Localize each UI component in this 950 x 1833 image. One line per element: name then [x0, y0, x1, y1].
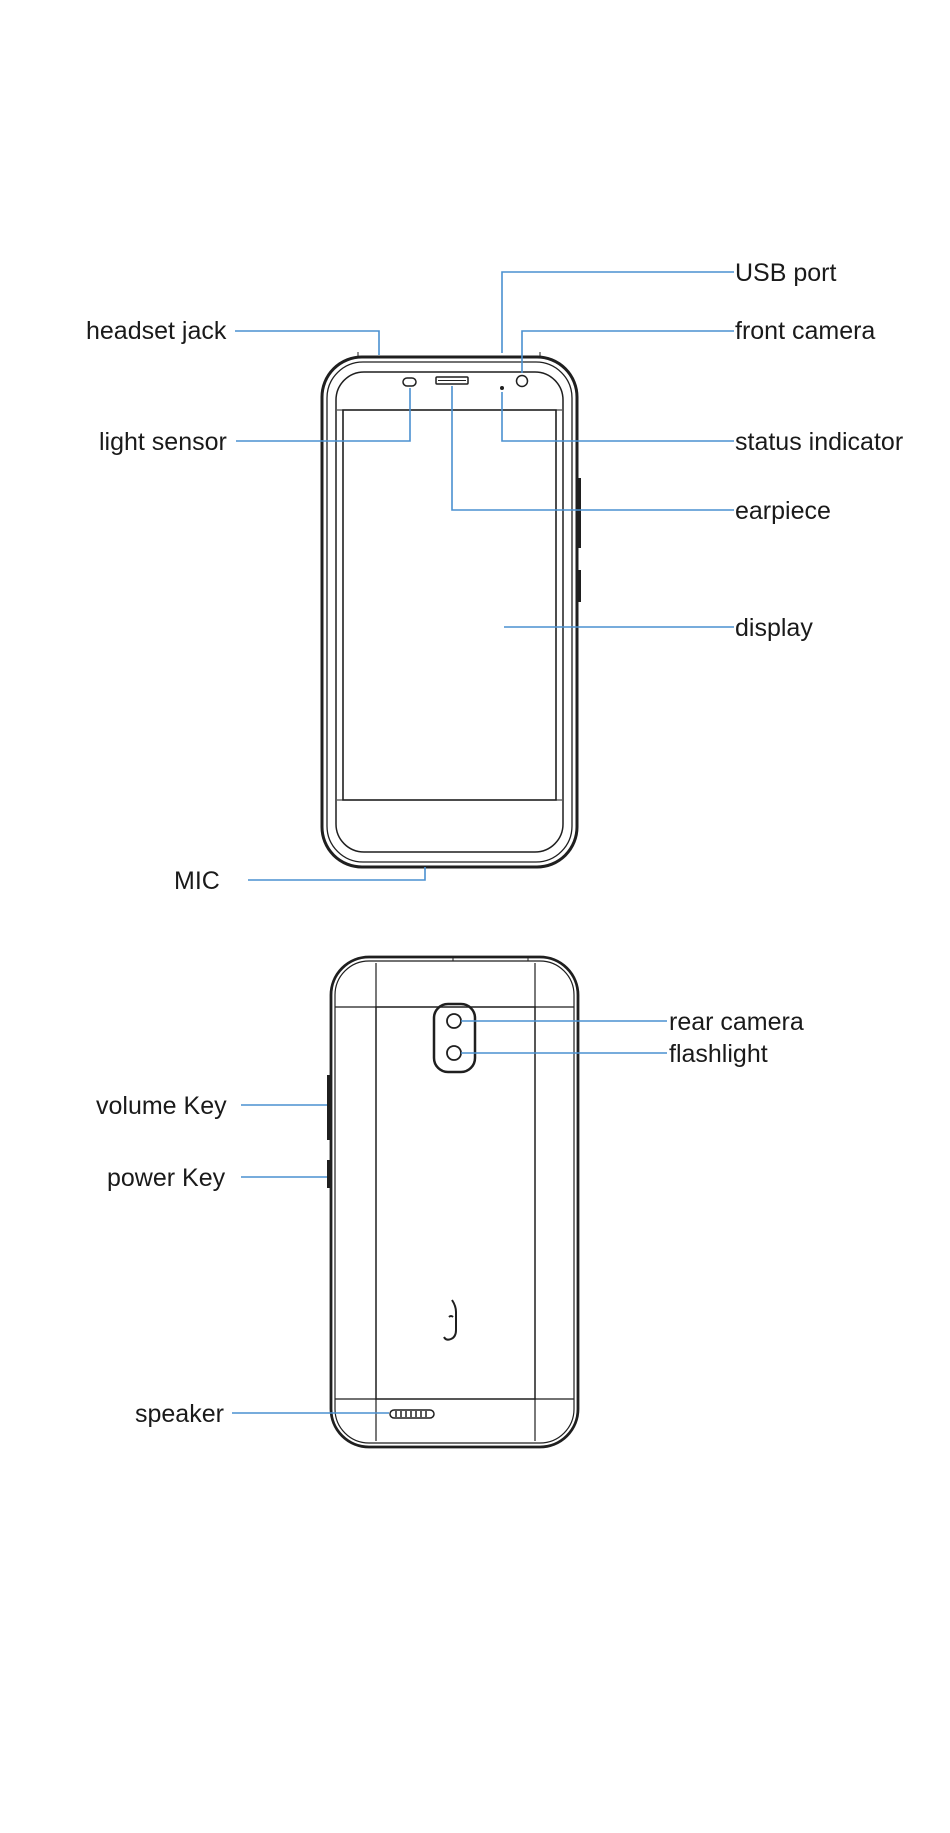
back-leader-lines [232, 1021, 667, 1413]
label-volume-key: volume Key [96, 1092, 227, 1120]
flashlight-lens [447, 1046, 461, 1060]
front-camera-lens [517, 376, 528, 387]
label-earpiece: earpiece [735, 497, 831, 525]
speaker-grille [390, 1410, 434, 1418]
front-side-power-key [577, 570, 581, 602]
light-sensor-shape [403, 378, 416, 386]
rear-camera-lens [447, 1014, 461, 1028]
label-status-indicator: status indicator [735, 428, 903, 456]
label-power-key: power Key [107, 1164, 226, 1192]
front-display [343, 410, 556, 800]
back-phone [327, 957, 578, 1447]
label-rear-camera: rear camera [669, 1008, 804, 1036]
status-indicator-dot [500, 386, 504, 390]
label-headset-jack: headset jack [86, 317, 227, 345]
volume-key-shape [327, 1075, 331, 1140]
front-leader-lines [235, 272, 734, 880]
back-cover-panel [376, 1007, 535, 1399]
label-speaker: speaker [135, 1400, 224, 1428]
label-usb-port: USB port [735, 259, 836, 287]
front-side-volume-key [577, 478, 581, 548]
label-mic: MIC [174, 867, 220, 895]
label-front-camera: front camera [735, 317, 875, 345]
power-key-shape [327, 1160, 331, 1188]
label-flashlight: flashlight [669, 1040, 768, 1068]
label-display: display [735, 614, 813, 642]
label-light-sensor: light sensor [99, 428, 227, 456]
brand-logo-icon [444, 1300, 456, 1340]
